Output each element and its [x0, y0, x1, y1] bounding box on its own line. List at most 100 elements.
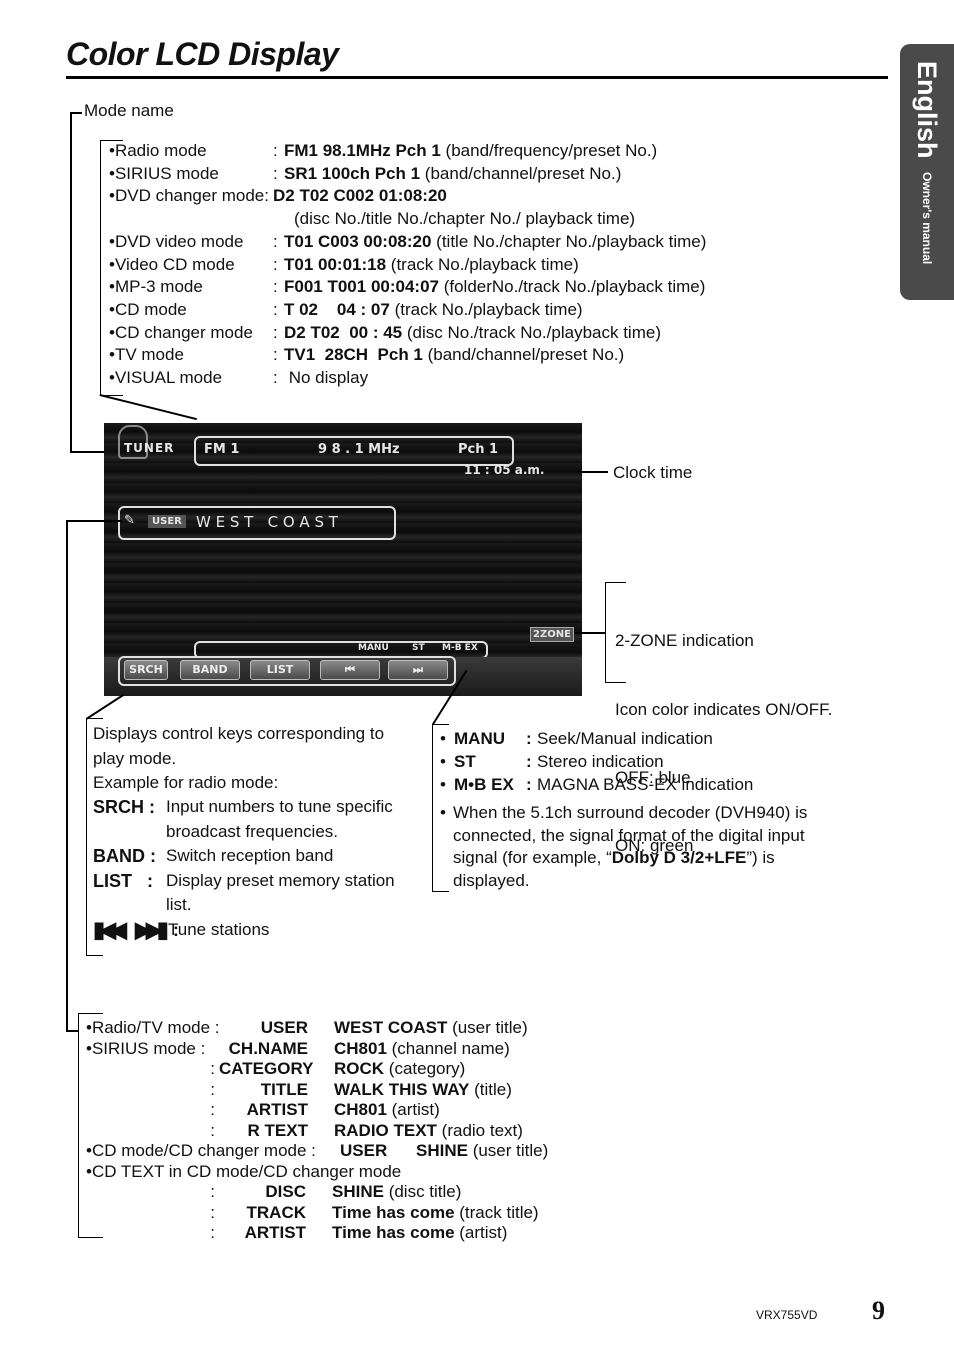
band-key[interactable]: BAND: [180, 660, 240, 680]
zone-note-line: Icon color indicates ON/OFF.: [615, 699, 833, 719]
next-key[interactable]: ⏭: [388, 660, 448, 680]
title-desc: (user title): [467, 1141, 549, 1160]
title-value: WEST COAST: [334, 1018, 448, 1037]
mode-desc: (band/channel/preset No.): [422, 345, 625, 365]
lcd-freq-highlight: [194, 436, 514, 466]
indication-item: •M•B EX:MAGNA BASS-EX indication: [440, 775, 754, 794]
connector-line: [66, 1030, 78, 1032]
lcd-status-st: ST: [412, 643, 425, 653]
side-tab-language: English: [912, 61, 942, 159]
title-value: Time has come: [332, 1202, 455, 1222]
mode-name-list: •Radio mode:FM1 98.1MHz Pch 1 (band/freq…: [109, 140, 706, 390]
note-line: signal (for example, “Dolby D 3/2+LFE”) …: [440, 847, 807, 870]
lcd-title-highlight: [118, 506, 396, 540]
title-desc: (title): [469, 1079, 512, 1099]
mode-desc: (track No./playback time): [389, 299, 583, 319]
lcd-zone: 2ZONE: [530, 627, 574, 642]
title-label: TITLE: [260, 1079, 308, 1099]
mode-label: •CD changer mode: [109, 322, 253, 342]
title-label: CH.NAME: [228, 1038, 308, 1058]
control-key-item: BAND : Switch reception band: [93, 844, 395, 869]
connector-line: [578, 471, 608, 473]
mode-sep: :: [273, 231, 278, 251]
title-label: ARTIST: [246, 1100, 308, 1119]
mode-row: •Video CD mode:T01 00:01:18 (track No./p…: [109, 254, 706, 277]
title-mode: •Radio/TV mode :: [86, 1018, 220, 1037]
page-title: Color LCD Display: [66, 36, 339, 72]
titles-bracket: [78, 1013, 103, 1238]
mode-desc: (title No./chapter No./playback time): [431, 231, 707, 251]
mode-desc: No display: [284, 368, 369, 388]
srch-key[interactable]: SRCH: [124, 660, 168, 680]
mode-name-bracket: [100, 140, 123, 396]
lcd-title: W E S T C O A S T: [196, 513, 338, 531]
title-label: CATEGORY: [219, 1059, 314, 1078]
model-number: VRX755VD: [756, 1308, 818, 1322]
lcd-band: FM 1: [204, 442, 240, 457]
title-label: TRACK: [246, 1202, 307, 1222]
mode-value: T01 00:01:18: [284, 254, 387, 274]
mode-name-label: Mode name: [84, 101, 174, 120]
lcd-freq: 9 8 . 1 MHz: [318, 442, 400, 457]
tuner-icon: [118, 425, 148, 459]
indication-desc: Stereo indication: [537, 752, 664, 771]
lcd-status-manu: MANU: [358, 643, 389, 653]
mode-sep: :: [273, 322, 278, 342]
mode-value: F001 T001 00:04:07: [284, 277, 439, 297]
mode-label: •SIRIUS mode: [109, 163, 219, 183]
mode-value: D2 T02 C002 01:08:20: [272, 186, 447, 206]
mode-sep: :: [273, 277, 278, 297]
mode-label: •Radio mode: [109, 141, 207, 160]
mode-row: •SIRIUS mode:SR1 100ch Pch 1 (band/chann…: [109, 163, 706, 186]
lcd-key-highlight: [118, 656, 456, 686]
title-mode: •CD mode/CD changer mode :: [86, 1141, 316, 1160]
indication-item: •MANU:Seek/Manual indication: [440, 729, 713, 748]
lcd-status-mbex: M-B EX: [442, 643, 478, 653]
title-label: R TEXT: [247, 1120, 308, 1140]
title-rule: [66, 76, 888, 79]
mode-label: •MP-3 mode: [109, 277, 203, 297]
mode-label: •DVD changer mode:: [109, 186, 269, 206]
mode-label: [109, 208, 294, 231]
control-key-name: LIST :: [93, 870, 153, 891]
mode-row: •MP-3 mode:F001 T001 00:04:07 (folderNo.…: [109, 276, 706, 299]
mode-sep: :: [273, 299, 278, 319]
mode-desc: (track No./playback time): [386, 254, 579, 274]
indication-desc: MAGNA BASS-EX indication: [537, 775, 754, 794]
indication-item: •ST:Stereo indication: [440, 752, 664, 771]
control-keys-section: Displays control keys corresponding to p…: [93, 722, 423, 796]
control-keys-intro: Example for radio mode:: [93, 773, 279, 792]
mode-value: T01 C003 00:08:20: [284, 231, 432, 251]
cd-text-heading: •CD TEXT in CD mode/CD changer mode: [86, 1161, 402, 1181]
title-label: USER: [260, 1018, 308, 1037]
mode-label: •DVD video mode: [109, 231, 244, 251]
title-mode: :: [210, 1100, 215, 1119]
next-track-icon: ▶▶▮: [134, 916, 169, 942]
list-key[interactable]: LIST: [250, 660, 310, 680]
desc-line: Input numbers to tune specific: [166, 797, 393, 816]
connector-line: [575, 632, 605, 634]
mode-label: •TV mode: [109, 345, 184, 365]
mode-row: •Radio mode:FM1 98.1MHz Pch 1 (band/freq…: [109, 140, 706, 163]
zone-note: 2-ZONE indication Icon color indicates O…: [615, 585, 832, 880]
prev-key[interactable]: ⏮: [320, 660, 380, 680]
title-mode: :: [210, 1202, 215, 1222]
lcd-tuner: TUNER: [124, 441, 175, 455]
side-tab-subtitle: Owner's manual: [920, 172, 934, 265]
mode-sep: :: [273, 254, 278, 274]
title-desc: (track title): [454, 1202, 539, 1222]
indication-key: MANU: [454, 729, 505, 748]
mode-row: •CD mode:T 02 04 : 07 (track No./playbac…: [109, 299, 706, 322]
mode-desc: (disc No./title No./chapter No./ playbac…: [294, 209, 636, 229]
control-key-name: SRCH :: [93, 797, 155, 817]
title-label: ARTIST: [244, 1223, 306, 1242]
title-label: USER: [340, 1141, 388, 1160]
connector-line: [99, 394, 198, 420]
